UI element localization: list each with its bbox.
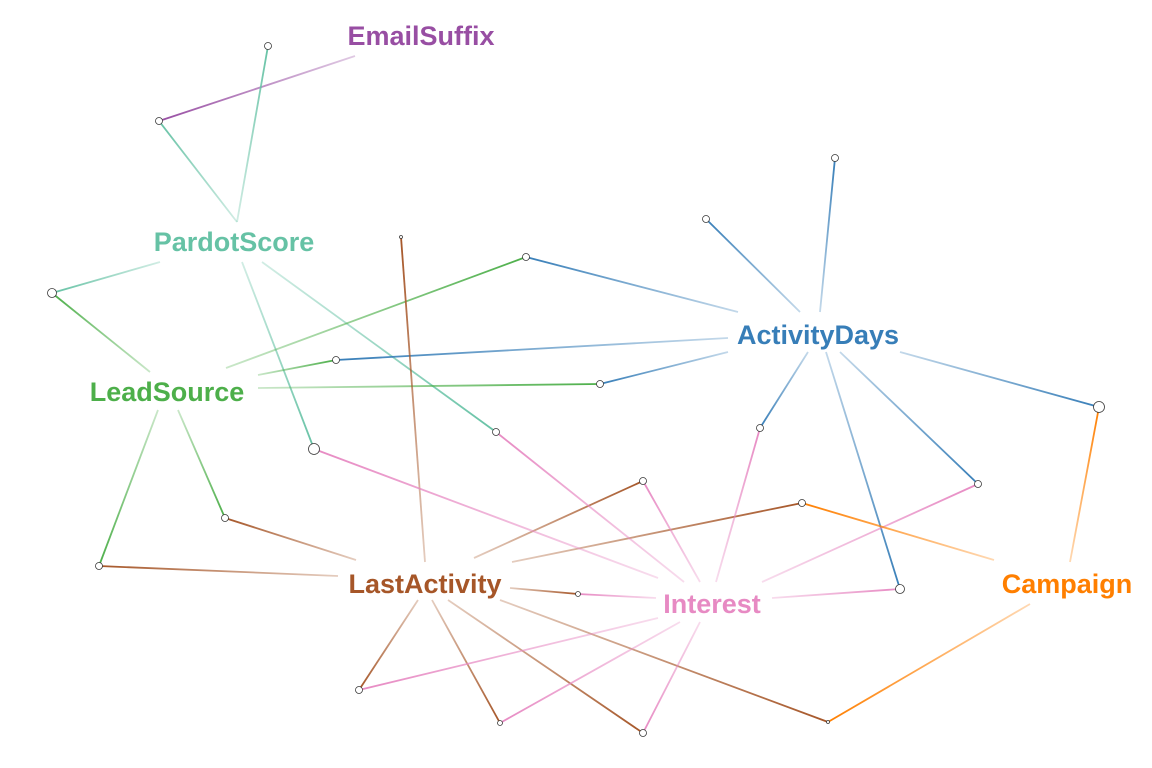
edge xyxy=(447,599,644,734)
edge xyxy=(225,256,527,369)
edge xyxy=(358,617,659,691)
point xyxy=(95,562,103,570)
point xyxy=(492,428,500,436)
point xyxy=(332,356,340,364)
edge xyxy=(825,351,901,590)
edges-interest xyxy=(313,427,979,734)
edge xyxy=(400,236,426,563)
point xyxy=(522,253,530,261)
point xyxy=(399,235,403,239)
edge xyxy=(358,599,419,691)
edge xyxy=(509,587,579,595)
node-label-campaign: Campaign xyxy=(1002,569,1133,599)
edge xyxy=(236,45,269,223)
edge xyxy=(899,351,1100,408)
edge xyxy=(599,351,729,385)
edge xyxy=(51,261,161,294)
edge xyxy=(261,261,497,433)
edge xyxy=(577,593,657,599)
node-label-lastactivity: LastActivity xyxy=(348,569,501,599)
point xyxy=(974,480,982,488)
edges-emailsuffix xyxy=(158,55,356,122)
point xyxy=(756,424,764,432)
point xyxy=(639,477,647,485)
point xyxy=(575,591,581,597)
edge xyxy=(511,502,803,563)
points xyxy=(47,42,1105,737)
edges-lastactivity xyxy=(98,236,829,734)
point xyxy=(308,443,320,455)
point xyxy=(1093,401,1105,413)
edge xyxy=(98,409,159,567)
point xyxy=(155,117,163,125)
node-label-pardotscore: PardotScore xyxy=(154,227,315,257)
edges-leadsource xyxy=(51,256,601,567)
edge xyxy=(51,292,151,373)
edge xyxy=(499,621,681,724)
edge xyxy=(839,351,979,485)
edge xyxy=(705,218,801,313)
edge xyxy=(801,502,995,561)
edge xyxy=(495,431,685,583)
edge xyxy=(759,351,809,429)
edges-pardotscore xyxy=(51,45,497,450)
point xyxy=(47,288,57,298)
edges-campaign xyxy=(801,406,1100,723)
point xyxy=(798,499,806,507)
edge xyxy=(313,448,659,579)
edge xyxy=(1069,406,1100,563)
edges-activitydays xyxy=(335,157,1100,590)
edge xyxy=(771,588,901,599)
edge xyxy=(525,256,739,313)
edge xyxy=(177,409,226,519)
edge xyxy=(158,55,356,122)
edge xyxy=(257,359,337,376)
edge xyxy=(642,621,701,734)
edge xyxy=(715,427,761,583)
edge xyxy=(224,517,357,561)
node-label-activitydays: ActivityDays xyxy=(737,320,899,350)
node-labels: EmailSuffix PardotScore ActivityDays Lea… xyxy=(90,21,1133,619)
edge xyxy=(499,599,829,723)
point xyxy=(221,514,229,522)
point xyxy=(497,720,503,726)
edge xyxy=(241,261,315,450)
node-label-leadsource: LeadSource xyxy=(90,377,245,407)
point xyxy=(355,686,363,694)
point xyxy=(826,720,830,724)
edge xyxy=(642,480,701,583)
edge xyxy=(473,480,644,559)
point xyxy=(264,42,272,50)
point xyxy=(639,729,647,737)
edge xyxy=(431,599,501,724)
edge xyxy=(335,337,729,361)
node-label-interest: Interest xyxy=(663,589,761,619)
point xyxy=(895,584,905,594)
node-label-emailsuffix: EmailSuffix xyxy=(347,21,494,51)
edge xyxy=(158,120,238,223)
point xyxy=(831,154,839,162)
edge xyxy=(819,157,836,313)
edge xyxy=(257,383,601,389)
edge xyxy=(98,565,339,577)
point xyxy=(596,380,604,388)
edge xyxy=(827,603,1031,723)
edge xyxy=(761,483,979,583)
point xyxy=(702,215,710,223)
